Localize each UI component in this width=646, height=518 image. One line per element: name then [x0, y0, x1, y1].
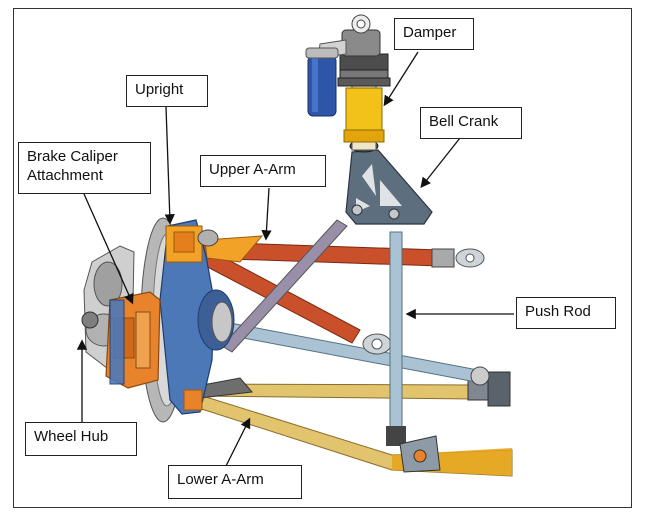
upright-label: Upright	[126, 75, 208, 107]
upright-leader	[164, 106, 175, 225]
damper-label: Damper	[394, 18, 474, 50]
wheel-hub-label: Wheel Hub	[25, 422, 137, 456]
lower-a-arm-label: Lower A-Arm	[168, 465, 302, 499]
brake-caliper-shape	[105, 291, 161, 389]
upper-a-arm-label: Upper A-Arm	[200, 155, 326, 187]
upright-shape	[159, 219, 235, 415]
figure-frame	[13, 8, 632, 508]
bell-crank-shape	[345, 139, 433, 225]
push-rod-bracket	[399, 435, 441, 473]
diagonal-strut	[221, 219, 348, 353]
damper-leader	[383, 51, 419, 107]
upper-a-arm-leader	[261, 187, 272, 241]
brake-caliper-leader	[83, 193, 134, 305]
lower-a-arm-rear-link	[185, 391, 513, 477]
leader-lines	[76, 51, 514, 471]
lower-a-arm-front-link	[199, 371, 511, 407]
damper-shape	[305, 14, 391, 151]
bell-crank-leader	[420, 137, 461, 189]
bell-crank-label: Bell Crank	[420, 107, 522, 139]
brake-caliper-label: Brake Caliper Attachment	[18, 142, 151, 194]
push-rod-label: Push Rod	[516, 297, 616, 329]
lower-a-arm-leader	[223, 417, 251, 471]
upper-a-arm-bracket	[204, 235, 264, 263]
push-rod-shape	[386, 231, 406, 446]
